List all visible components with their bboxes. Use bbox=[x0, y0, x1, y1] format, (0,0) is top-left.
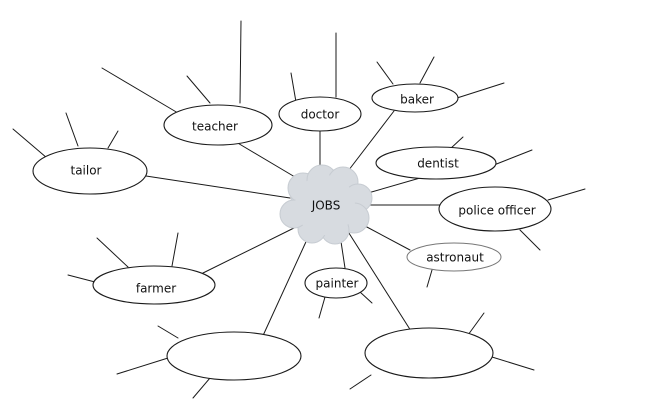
node-police-officer: police officer bbox=[438, 186, 552, 232]
node-label: dentist bbox=[417, 157, 459, 171]
connector-tailor bbox=[145, 175, 291, 199]
node-teacher: teacher bbox=[163, 104, 273, 146]
node-baker: baker bbox=[371, 83, 459, 113]
node-label: farmer bbox=[136, 282, 176, 296]
spokes bbox=[12, 20, 586, 399]
connector-dentist bbox=[367, 177, 421, 194]
connector-baker bbox=[344, 110, 395, 176]
node-label: teacher bbox=[192, 120, 238, 134]
connector-blank-left bbox=[260, 232, 311, 341]
node-label: painter bbox=[316, 277, 359, 291]
node-blank-right bbox=[364, 327, 494, 379]
node-painter: painter bbox=[304, 267, 368, 299]
node-dentist: dentist bbox=[375, 146, 497, 180]
connector-blank-right bbox=[346, 229, 412, 332]
node-blank-left bbox=[166, 331, 302, 381]
node-farmer: farmer bbox=[92, 265, 216, 305]
node-label: astronaut bbox=[426, 251, 484, 265]
node-label: doctor bbox=[301, 108, 340, 122]
node-tailor: tailor bbox=[32, 147, 148, 195]
node-label: baker bbox=[400, 93, 434, 107]
connector-farmer bbox=[202, 224, 301, 274]
node-label: tailor bbox=[70, 164, 101, 178]
center-label: JOBS bbox=[311, 199, 341, 213]
cloud-shape bbox=[279, 164, 373, 245]
center-cloud: JOBS bbox=[279, 164, 373, 245]
node-astronaut: astronaut bbox=[406, 242, 502, 272]
connector-teacher bbox=[235, 141, 301, 181]
node-label: police officer bbox=[458, 204, 535, 218]
connectors bbox=[145, 110, 441, 341]
node-doctor: doctor bbox=[278, 96, 362, 132]
connector-astronaut bbox=[364, 225, 411, 251]
